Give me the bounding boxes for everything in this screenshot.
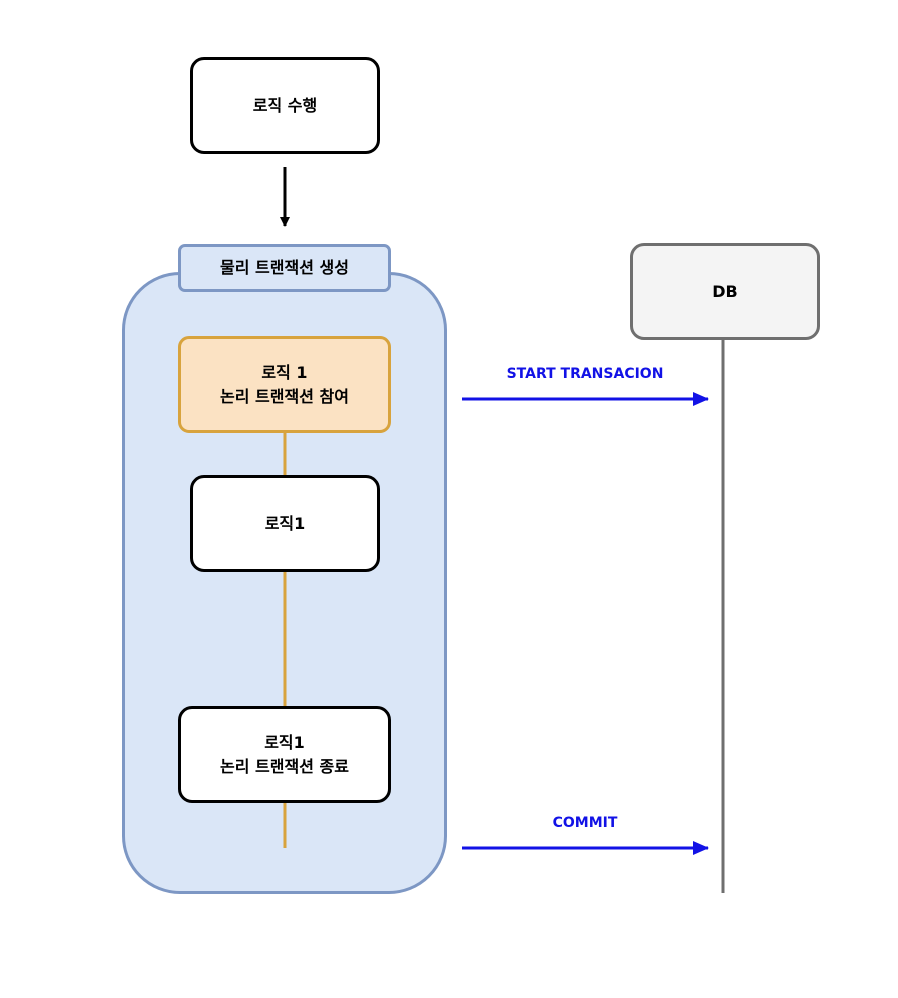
start-logic-text: 로직 수행	[252, 95, 318, 115]
logic-join-line-2: 논리 트랜잭션 참여	[220, 386, 349, 406]
logic-end-line-2: 논리 트랜잭션 종료	[220, 756, 349, 776]
commit-label: COMMIT	[552, 815, 618, 831]
logic-node: 로직1	[190, 475, 380, 572]
logic-end-node: 로직1 논리 트랜잭션 종료	[178, 706, 391, 803]
logic-join-line-1: 로직 1	[261, 363, 308, 383]
physical-transaction-label: 물리 트랜잭션 생성	[178, 244, 391, 292]
db-participant: DB	[630, 243, 820, 340]
start-logic-node: 로직 수행	[190, 57, 380, 154]
physical-transaction-label-text: 물리 트랜잭션 생성	[220, 258, 349, 278]
db-participant-text: DB	[712, 281, 738, 301]
logic-end-line-1: 로직1	[264, 733, 305, 753]
logic-join-node: 로직 1 논리 트랜잭션 참여	[178, 336, 391, 433]
logic-node-text: 로직1	[264, 513, 306, 533]
start-transaction-label: START TRANSACION	[506, 366, 664, 382]
